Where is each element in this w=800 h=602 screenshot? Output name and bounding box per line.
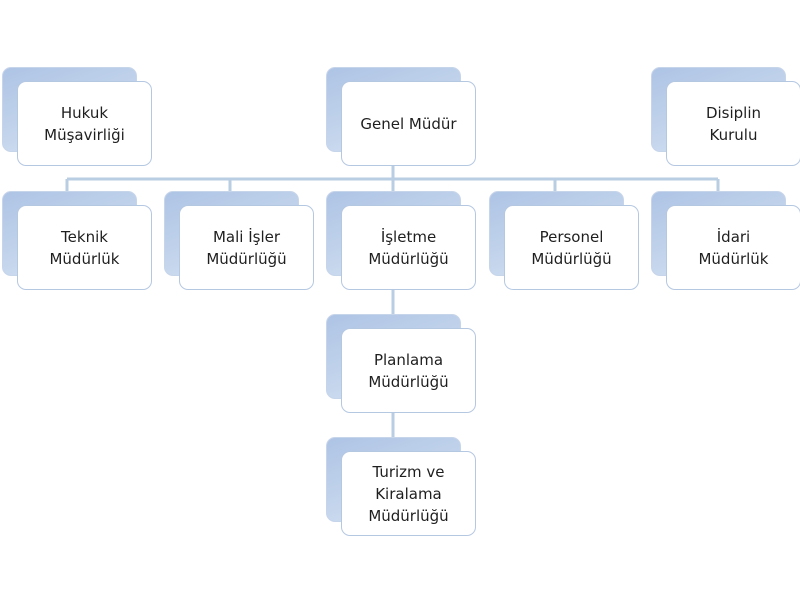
node-card: Personel Müdürlüğü [504,205,639,290]
node-label-disiplin: Disiplin Kurulu [705,103,762,144]
node-turizm-ve-kiralama-mudurlugu: Turizm ve Kiralama Müdürlüğü [326,437,476,536]
node-card: Turizm ve Kiralama Müdürlüğü [341,451,476,536]
node-label-genel-mudur: Genel Müdür [360,114,457,133]
node-label-mali: Mali İşler Müdürlüğü [206,227,287,268]
node-hukuk-musavirligi: Hukuk Müşavirliği [2,67,152,166]
node-card: Hukuk Müşavirliği [17,81,152,166]
node-label-personel: Personel Müdürlüğü [531,227,612,268]
node-card: Genel Müdür [341,81,476,166]
node-label-isletme: İşletme Müdürlüğü [368,227,449,268]
node-personel-mudurlugu: Personel Müdürlüğü [489,191,639,290]
node-teknik-mudurluk: Teknik Müdürlük [2,191,152,290]
node-label-idari: İdari Müdürlük [698,227,769,268]
node-label-planlama: Planlama Müdürlüğü [368,350,449,391]
node-card: Planlama Müdürlüğü [341,328,476,413]
node-mali-isler-mudurlugu: Mali İşler Müdürlüğü [164,191,314,290]
node-label-hukuk: Hukuk Müşavirliği [44,103,125,144]
node-card: Disiplin Kurulu [666,81,800,166]
node-label-turizm: Turizm ve Kiralama Müdürlüğü [368,462,449,525]
node-planlama-mudurlugu: Planlama Müdürlüğü [326,314,476,413]
node-card: Teknik Müdürlük [17,205,152,290]
node-label-teknik: Teknik Müdürlük [49,227,120,268]
node-disiplin-kurulu: Disiplin Kurulu [651,67,800,166]
node-card: Mali İşler Müdürlüğü [179,205,314,290]
node-genel-mudur: Genel Müdür [326,67,476,166]
node-card: İşletme Müdürlüğü [341,205,476,290]
node-card: İdari Müdürlük [666,205,800,290]
node-idari-mudurluk: İdari Müdürlük [651,191,800,290]
node-isletme-mudurlugu: İşletme Müdürlüğü [326,191,476,290]
